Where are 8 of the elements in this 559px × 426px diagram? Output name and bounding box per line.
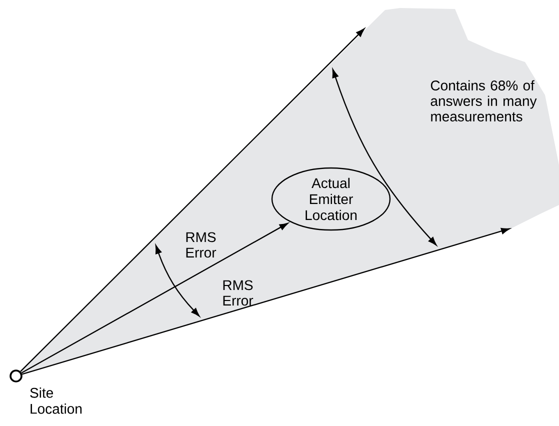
- rms-error-label: RMS Error: [186, 232, 216, 258]
- rms-error-label: RMS Error: [223, 280, 254, 306]
- arrow: [22, 228, 510, 375]
- arrow: [20, 28, 365, 372]
- site-label: Site Location: [30, 388, 82, 414]
- coverage-note: Contains 68% of answers in many measurements: [430, 80, 537, 122]
- site-marker: [10, 370, 22, 382]
- arrow: [21, 222, 288, 374]
